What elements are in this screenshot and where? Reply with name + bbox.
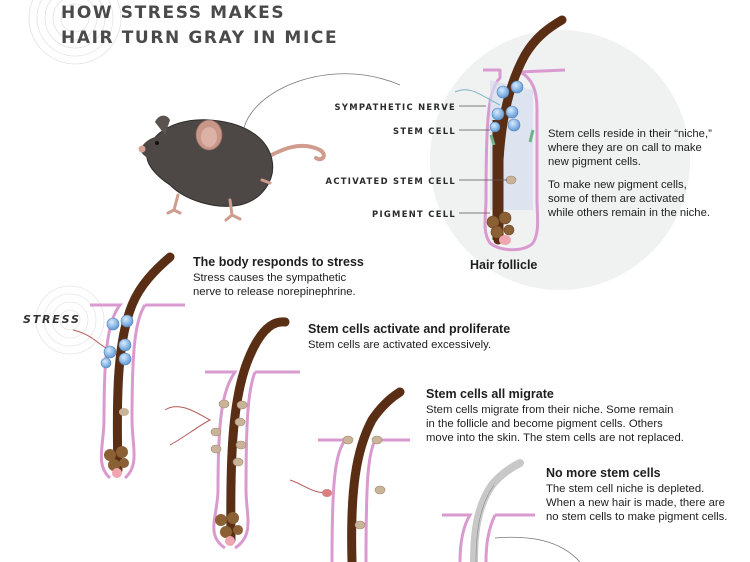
niche-line: Stem cells reside in their “niche,” — [548, 128, 712, 140]
hair-follicle-step2 — [164, 317, 300, 550]
step-1: The body responds to stress Stress cause… — [193, 255, 364, 299]
step-2-text: Stem cells are activated excessively. — [308, 338, 510, 352]
step-4-line: no stem cells to make pigment cells. — [546, 511, 728, 523]
activation-line: some of them are activated — [548, 193, 685, 205]
title-line-1: HOW STRESS MAKES — [61, 3, 286, 23]
stress-label: STRESS — [23, 313, 81, 326]
step-2-line: Stem cells are activated excessively. — [308, 339, 492, 351]
hair-follicle-caption: Hair follicle — [470, 258, 538, 272]
step-4-line: When a new hair is made, there are — [546, 497, 725, 509]
step-3-heading: Stem cells all migrate — [426, 387, 554, 401]
step-4-line: The stem cell niche is depleted. — [546, 483, 705, 495]
step-2-heading: Stem cells activate and proliferate — [308, 322, 511, 336]
activation-line: while others remain in the niche. — [548, 207, 711, 219]
label-activated-stem-cell: ACTIVATED STEM CELL — [325, 176, 456, 186]
step-1-text: Stress causes the sympathetic nerve to r… — [193, 271, 364, 299]
title-ripple-icon — [28, 0, 122, 65]
hair-follicle-step3 — [289, 387, 410, 562]
niche-description: Stem cells reside in their “niche,” wher… — [548, 127, 712, 169]
mouse-illustration — [138, 115, 326, 222]
step-3-text: Stem cells migrate from their niche. Som… — [426, 403, 684, 445]
step-3-line: in the follicle and become pigment cells… — [426, 418, 663, 430]
niche-line: where they are on call to make — [548, 142, 702, 154]
page-title: HOW STRESS MAKES HAIR TURN GRAY IN MICE — [61, 1, 338, 51]
step-2: Stem cells activate and proliferate Stem… — [308, 322, 510, 352]
title-line-2: HAIR TURN GRAY IN MICE — [61, 28, 339, 48]
label-stem-cell: STEM CELL — [393, 126, 456, 136]
hair-follicle-step1 — [72, 252, 185, 480]
step-3-line: move into the skin. The stem cells are n… — [426, 432, 684, 444]
step-4-text: The stem cell niche is depleted. When a … — [546, 482, 727, 524]
hair-follicle-step4 — [442, 459, 581, 562]
connector-line — [242, 73, 401, 133]
activation-description: To make new pigment cells, some of them … — [548, 178, 710, 220]
stress-ripple-icon — [35, 285, 105, 355]
step-1-line: Stress causes the sympathetic — [193, 272, 347, 284]
step-3-line: Stem cells migrate from their niche. Som… — [426, 404, 674, 416]
step-4: No more stem cells The stem cell niche i… — [546, 466, 727, 524]
activation-line: To make new pigment cells, — [548, 179, 687, 191]
step-1-heading: The body responds to stress — [193, 255, 364, 269]
hair-follicle-main — [454, 15, 567, 252]
niche-line: new pigment cells. — [548, 156, 641, 168]
label-pigment-cell: PIGMENT CELL — [372, 209, 456, 219]
step-1-line: nerve to release norepinephrine. — [193, 286, 356, 298]
label-sympathetic-nerve: SYMPATHETIC NERVE — [334, 102, 456, 112]
step-4-heading: No more stem cells — [546, 466, 661, 480]
step-3: Stem cells all migrate Stem cells migrat… — [426, 387, 684, 445]
